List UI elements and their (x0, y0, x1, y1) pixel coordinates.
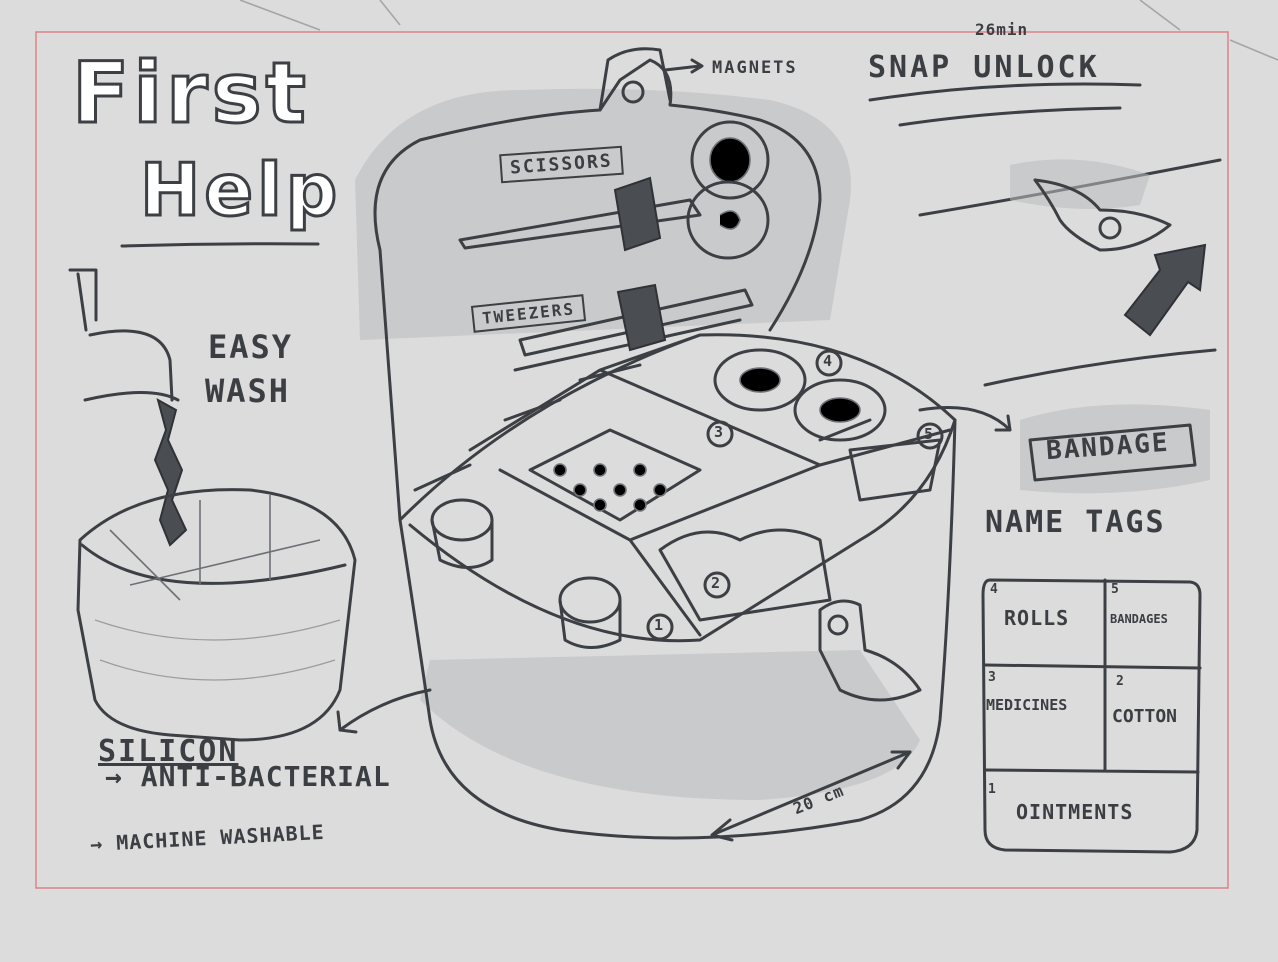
time-note: 26min (975, 20, 1029, 39)
compartment-number: 5 (924, 425, 936, 443)
label-name-tags: NAME TAGS (985, 505, 1166, 540)
kit-base (336, 248, 1012, 842)
legend-box (981, 578, 1202, 854)
kit-lid (373, 47, 822, 372)
legend-ointments-label: OINTMENTS (1016, 800, 1134, 824)
faucet-icon (68, 268, 188, 547)
dimension-arrow (710, 750, 912, 842)
legend-medicines-label: MEDICINES (986, 696, 1068, 714)
compartment-number: 1 (654, 616, 666, 634)
label-anti-bacterial: → ANTI-BACTERIAL (105, 760, 391, 793)
title-help: Help (138, 147, 342, 234)
compartment-number: 2 (711, 574, 723, 592)
title-underline (120, 242, 320, 248)
legend-cotton-num: 2 (1116, 674, 1126, 689)
legend-cotton-label: COTTON (1112, 706, 1178, 727)
legend-ointments-num: 1 (988, 782, 998, 797)
compartment-number: 3 (714, 423, 726, 441)
label-easy: EASY (208, 328, 294, 366)
legend-medicines-num: 3 (988, 670, 998, 685)
page-border (35, 31, 1229, 889)
legend-rolls-num: 4 (990, 582, 1000, 597)
bandage-tag-drawing (1020, 404, 1210, 494)
silicon-arrow (336, 688, 432, 734)
legend-bandages-num: 5 (1111, 582, 1121, 597)
label-silicon: SILICON (98, 734, 239, 769)
label-wash: WASH (205, 372, 291, 410)
title-first: First (71, 43, 310, 144)
legend-rolls-label: ROLLS (1004, 606, 1070, 630)
wash-bowl-icon (76, 488, 357, 742)
compartment-number: 4 (823, 352, 835, 370)
snap-unlock-detail (868, 82, 1222, 387)
label-magnets: MAGNETS (712, 58, 798, 78)
label-snap-unlock: SNAP UNLOCK (868, 50, 1100, 85)
legend-bandages-label: BANDAGES (1110, 612, 1168, 626)
